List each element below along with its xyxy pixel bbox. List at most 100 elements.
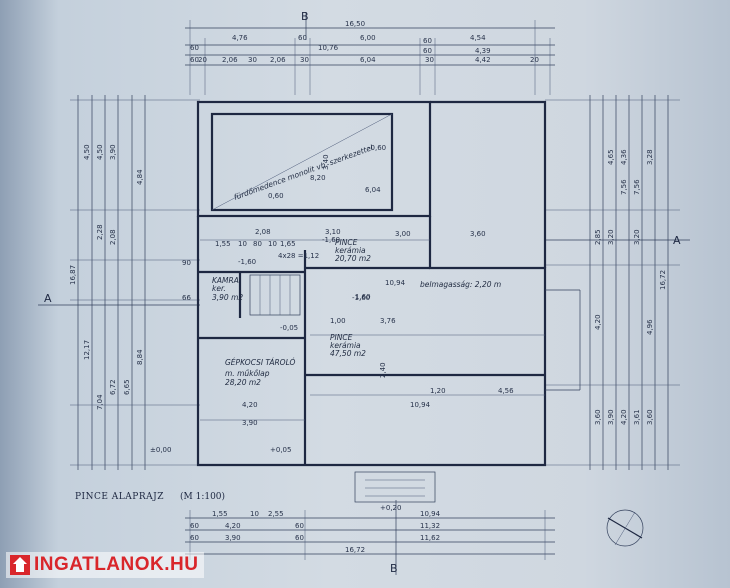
room-area: 3,90 m2 <box>212 293 243 302</box>
building-walls <box>196 100 581 503</box>
dim-interior: 1,65 <box>280 240 296 248</box>
dim-top: 6,04 <box>360 56 376 64</box>
dim-bottom-total: 16,72 <box>345 546 365 554</box>
room-name: KAMRA <box>212 276 239 285</box>
dim-interior: 10 <box>238 240 247 248</box>
dim-bottom: 3,90 <box>225 534 241 542</box>
watermark-text: INGATLANOK.HU <box>34 554 199 575</box>
dim-top: 20 <box>530 56 539 64</box>
dim-bottom: 11,62 <box>420 534 440 542</box>
drawing-title: PINCE ALAPRAJZ <box>75 492 164 502</box>
bottom-dimension-lines <box>185 510 555 560</box>
dim-interior: 3,76 <box>380 317 396 325</box>
dim-top: 2,06 <box>270 56 286 64</box>
ceiling-height-note: belmagasság: 2,20 m <box>420 280 501 289</box>
dim-left: 2,08 <box>109 229 117 245</box>
section-mark-b-bottom: B <box>390 562 398 575</box>
left-dimension-lines <box>70 95 200 470</box>
dim-interior: 80 <box>253 240 262 248</box>
level-mark: ±0,00 <box>150 446 171 454</box>
stair-note: 4x28 =1,12 <box>278 252 319 260</box>
dim-right: 3,90 <box>607 409 615 425</box>
level-mark: 0,60 <box>268 192 284 200</box>
dim-interior: 6,04 <box>365 186 381 194</box>
room-area: 28,20 m2 <box>225 378 261 387</box>
dim-right: 4,20 <box>620 409 628 425</box>
dim-right: 7,56 <box>620 179 628 195</box>
dim-interior: 3,40 <box>322 154 330 170</box>
level-mark: -1,60 <box>322 236 340 244</box>
dim-top-total: 16,50 <box>345 20 365 28</box>
dim-right: 3,20 <box>633 229 641 245</box>
level-mark: +0,05 <box>270 446 291 454</box>
dim-top: 2,06 <box>222 56 238 64</box>
dim-top: 60 <box>190 56 199 64</box>
dim-top: 60 <box>423 37 432 45</box>
dim-interior: 3,60 <box>470 230 486 238</box>
dim-top: 20 <box>198 56 207 64</box>
level-mark: -1,60 <box>238 258 256 266</box>
dim-left: 12,17 <box>83 340 91 360</box>
dim-top: 60 <box>298 34 307 42</box>
section-mark-a-left: A <box>44 292 52 305</box>
dim-bottom: 11,32 <box>420 522 440 530</box>
dim-left: 16,87 <box>69 265 77 285</box>
dim-right: 4,20 <box>594 314 602 330</box>
dim-interior: 3,10 <box>325 228 341 236</box>
room-floor: ker. <box>212 284 226 293</box>
level-mark: -0,05 <box>280 324 298 332</box>
dim-left: 3,90 <box>109 144 117 160</box>
dim-right: 7,56 <box>633 179 641 195</box>
dim-bottom: 2,55 <box>268 510 284 518</box>
north-arrow-icon <box>606 509 644 547</box>
dim-interior: 2,40 <box>379 362 387 378</box>
room-name: PINCE <box>335 238 358 247</box>
dim-interior: 1,20 <box>430 387 446 395</box>
room-floor: kerámia <box>335 246 366 255</box>
dim-bottom: 60 <box>295 534 304 542</box>
dim-right: 4,36 <box>620 149 628 165</box>
dim-top: 30 <box>300 56 309 64</box>
dim-top: 30 <box>248 56 257 64</box>
dim-right: 3,20 <box>607 229 615 245</box>
drawing-scale: (M 1:100) <box>180 491 225 502</box>
dim-top: 60 <box>423 47 432 55</box>
house-logo-icon <box>10 555 30 575</box>
section-mark-a-right: A <box>673 234 681 247</box>
dim-interior: 4,20 <box>242 401 258 409</box>
dim-right: 2,85 <box>594 229 602 245</box>
dim-bottom: 10,94 <box>420 510 441 518</box>
room-floor: kerámia <box>330 341 361 350</box>
dim-bottom: 1,55 <box>212 510 228 518</box>
dim-interior: 10,94 <box>385 279 406 287</box>
dim-right: 4,65 <box>607 149 615 165</box>
level-mark: -0,60 <box>368 144 386 152</box>
dim-interior: 2,08 <box>255 228 271 236</box>
dim-interior: 90 <box>182 259 191 267</box>
dim-right: 3,61 <box>633 409 641 425</box>
room-label-pool: fürdőmedence monolit vb. szerkezettel <box>233 143 375 202</box>
dim-interior: 66 <box>182 294 191 302</box>
site-watermark: INGATLANOK.HU <box>6 552 205 578</box>
room-name: PINCE <box>330 333 353 342</box>
dim-interior: 1,60 <box>355 293 371 301</box>
dim-bottom: 60 <box>190 522 199 530</box>
room-area: 47,50 m2 <box>330 349 366 358</box>
dim-right: 3,28 <box>646 149 654 165</box>
dim-top: 60 <box>190 44 199 52</box>
dim-left: 6,72 <box>109 379 117 395</box>
dim-top: 30 <box>425 56 434 64</box>
dim-interior: 10 <box>268 240 277 248</box>
level-mark: -1,60 <box>352 294 370 302</box>
dim-top: 4,54 <box>470 34 486 42</box>
right-dimension-lines <box>545 95 680 470</box>
dim-left: 2,28 <box>96 224 104 240</box>
dim-left: 7,04 <box>96 394 104 410</box>
dim-top: 6,00 <box>360 34 376 42</box>
dim-interior: 8,20 <box>310 174 326 182</box>
dim-left: 4,84 <box>136 169 144 185</box>
dim-interior: 1,00 <box>330 317 346 325</box>
dim-left: 8,84 <box>136 349 144 365</box>
